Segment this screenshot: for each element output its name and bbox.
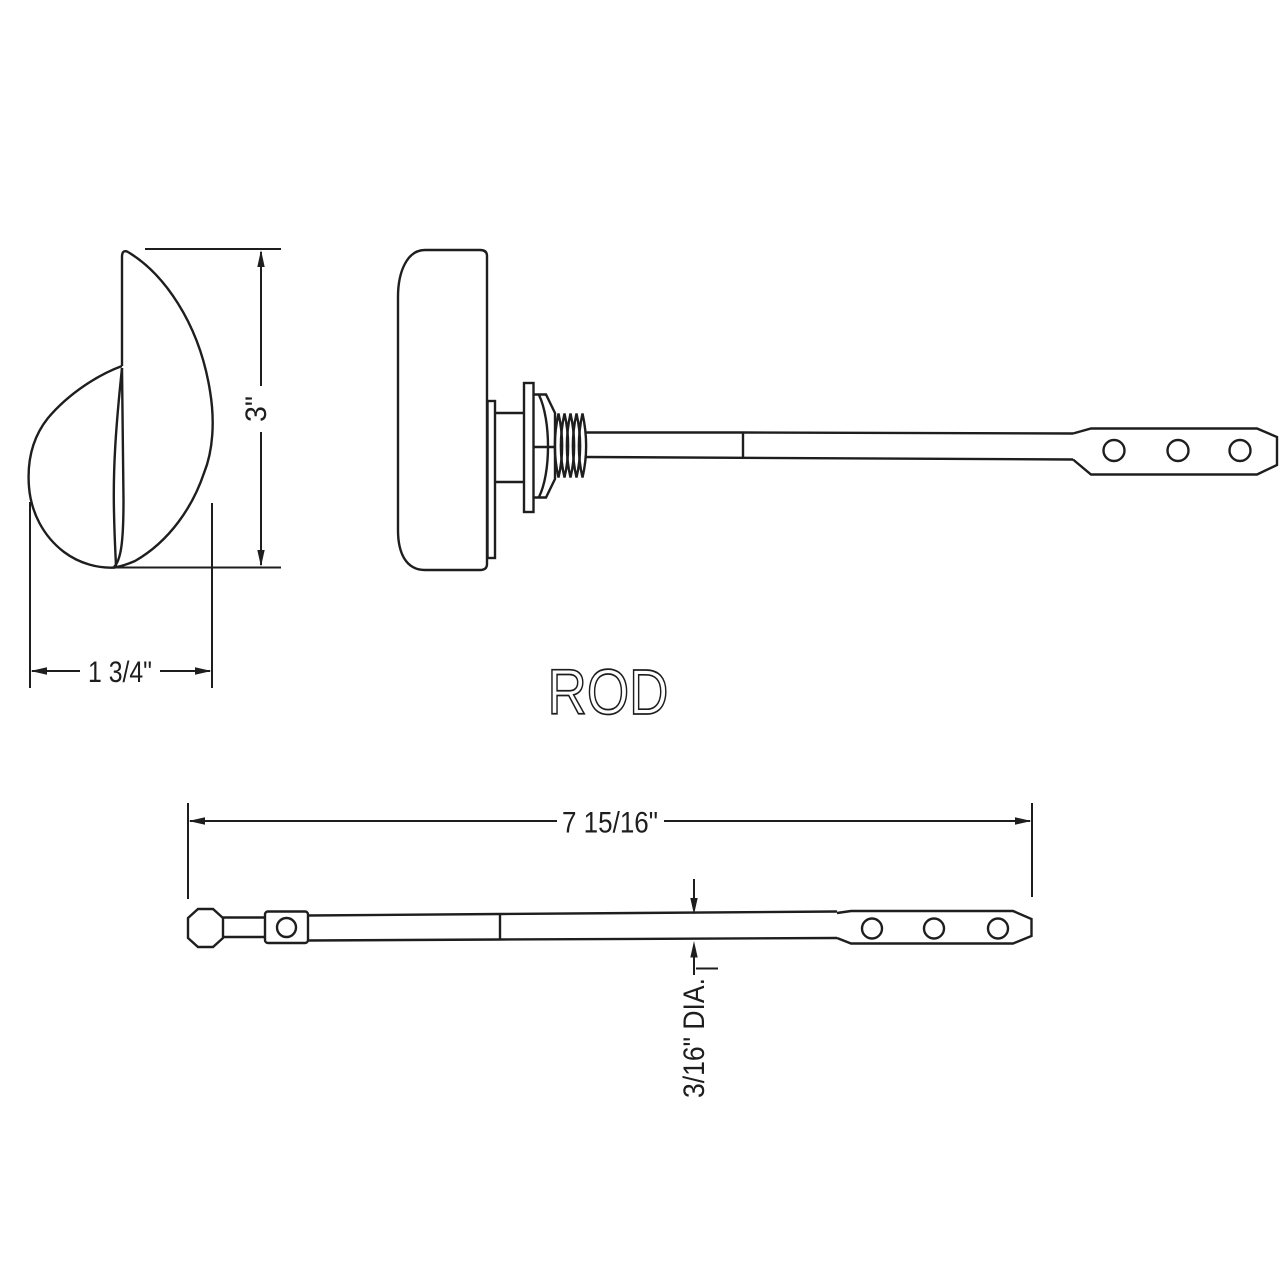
paddle-hole-1 — [1102, 438, 1126, 463]
paddle-hole-3 — [1228, 438, 1252, 463]
handle-side-face-line-right — [113, 367, 125, 568]
drawing-title: ROD — [548, 656, 669, 728]
height-dim-label: 3" — [240, 396, 273, 422]
rod-end-octagon — [186, 907, 225, 949]
handle-side-bulge-curve — [27, 364, 123, 569]
mounting-plate-edge — [486, 399, 497, 560]
width-arrow-left — [30, 667, 47, 675]
lever-rod-top-line — [585, 431, 1074, 435]
dimension-rod-length: 7 15/16" — [187, 803, 1033, 899]
paddle-hole-2 — [1166, 438, 1190, 463]
rod-paddle — [836, 909, 1033, 945]
rod-shaft-bottom-line — [307, 936, 838, 942]
handle-body — [396, 248, 489, 572]
diameter-arrow-down — [690, 898, 698, 915]
rod-adjuster-hole — [275, 916, 298, 939]
diameter-arrow-up — [690, 941, 698, 958]
thread-section — [553, 413, 588, 478]
rod-paddle-hole-2 — [922, 917, 946, 940]
washer-flange — [522, 381, 535, 514]
handle-side-outer-curve — [113, 250, 214, 569]
handle-side-view — [27, 249, 281, 569]
dimension-handle-height: 3" — [145, 248, 281, 567]
height-arrow-bottom — [257, 550, 265, 567]
rod-shaft-top-line — [307, 910, 838, 917]
rod-neck — [223, 916, 265, 939]
length-dim-label: 7 15/16" — [562, 807, 658, 840]
dimension-rod-diameter: 3/16" DIA. — [678, 879, 718, 1098]
rod-paddle-hole-3 — [986, 917, 1010, 940]
width-dim-label: 1 3/4" — [88, 656, 152, 689]
diameter-dim-label: 3/16" DIA. — [678, 978, 711, 1098]
dimension-handle-width: 1 3/4" — [29, 502, 213, 689]
handle-side-face-line-left — [112, 367, 124, 567]
length-arrow-right — [1015, 817, 1032, 825]
width-arrow-right — [195, 667, 212, 675]
height-arrow-top — [257, 250, 265, 267]
lever-rod-paddle — [1072, 427, 1279, 476]
shank-cylinder — [495, 411, 524, 484]
rod-adjuster-block — [263, 910, 310, 945]
handle-front-view — [396, 248, 1279, 572]
length-arrow-left — [188, 817, 205, 825]
lever-rod-bottom-line — [584, 455, 1074, 461]
rod-plan-view — [186, 907, 1033, 949]
rod-paddle-hole-1 — [860, 917, 884, 940]
handle-side-left-edge — [120, 249, 129, 366]
